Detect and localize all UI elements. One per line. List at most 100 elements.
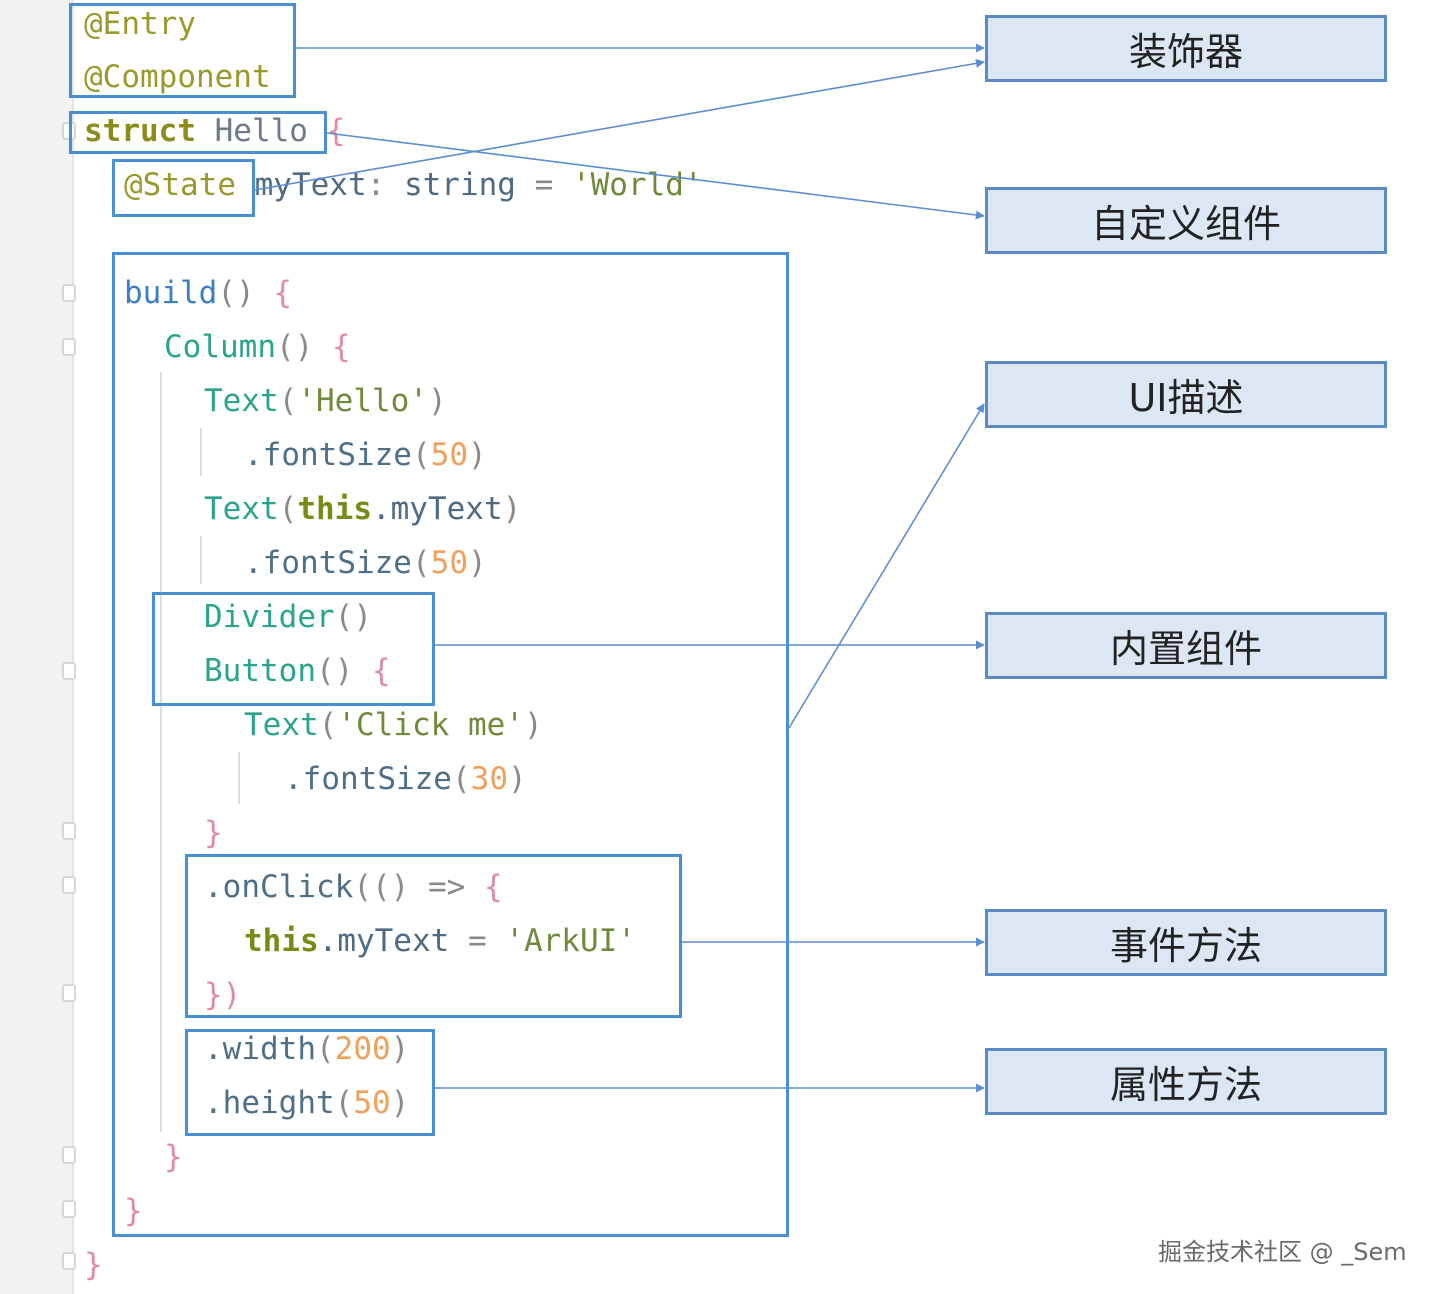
code-line: .width(200)	[204, 1029, 409, 1069]
arrow-decorator-state	[254, 58, 985, 191]
code-token: .myText	[371, 491, 503, 527]
code-token: (	[411, 437, 431, 473]
code-token: )	[390, 1085, 410, 1121]
code-token: 'Click me'	[337, 707, 524, 743]
code-line: Divider()	[204, 597, 372, 637]
code-token: string	[403, 167, 516, 203]
code-token: {	[331, 329, 351, 365]
code-token: )	[502, 491, 522, 527]
code-line: .height(50)	[204, 1083, 409, 1123]
arrow-custom-component	[326, 132, 985, 220]
code-token: {	[273, 275, 292, 311]
build-highlight-box	[112, 252, 789, 1237]
code-token: build	[124, 275, 218, 311]
code-token: ()	[315, 653, 372, 689]
code-token: (	[318, 707, 338, 743]
code-line: @Component	[84, 57, 271, 97]
code-token: )	[390, 1031, 410, 1067]
code-token: )	[467, 437, 487, 473]
builtin-component-highlight-box	[152, 592, 435, 706]
code-line: Column() {	[164, 327, 351, 367]
code-token: Divider	[204, 599, 335, 635]
indent-guide	[238, 752, 240, 804]
code-token: ()	[217, 275, 274, 311]
code-token: }	[164, 1139, 183, 1175]
arrow-ui-description	[788, 403, 985, 729]
code-token: @State	[124, 167, 236, 203]
code-token: Text	[204, 383, 279, 419]
code-token: (	[278, 491, 298, 527]
code-token: }	[204, 815, 223, 851]
label-builtin-component: 内置组件	[985, 612, 1387, 679]
code-line: }	[124, 1191, 143, 1231]
label-attribute-method: 属性方法	[985, 1048, 1387, 1115]
code-token: .fontSize	[284, 761, 452, 797]
code-line: Text('Hello')	[204, 381, 447, 421]
indent-guide	[200, 536, 202, 584]
indent-guide	[160, 372, 162, 1132]
code-token: (	[334, 1085, 354, 1121]
code-line: @Entry	[84, 4, 196, 44]
code-token: Button	[204, 653, 316, 689]
code-token: )	[523, 707, 543, 743]
indent-guide	[200, 428, 202, 476]
code-line: build() {	[124, 273, 292, 313]
struct-highlight-box	[69, 111, 327, 154]
code-token: =	[515, 167, 572, 203]
fold-marker-icon[interactable]	[62, 876, 76, 894]
fold-marker-icon[interactable]	[62, 1146, 76, 1164]
code-token: this	[297, 491, 372, 527]
code-token: (	[451, 761, 471, 797]
code-line: this.myText = 'ArkUI'	[244, 921, 636, 961]
code-token: 'Hello'	[297, 383, 428, 419]
label-decorator: 装饰器	[985, 15, 1387, 82]
fold-marker-icon[interactable]	[62, 662, 76, 680]
code-line: struct Hello {	[84, 111, 345, 151]
code-token: (	[315, 1031, 335, 1067]
fold-marker-icon[interactable]	[62, 822, 76, 840]
code-token: 200	[334, 1031, 391, 1067]
fold-marker-icon[interactable]	[62, 984, 76, 1002]
gutter-divider	[72, 0, 74, 1294]
code-token: .width	[204, 1031, 316, 1067]
label-event-method: 事件方法	[985, 909, 1387, 976]
code-token: @Entry	[84, 6, 196, 42]
code-token: Column	[164, 329, 276, 365]
code-token: :	[366, 167, 404, 203]
code-token: .height	[204, 1085, 335, 1121]
code-token: Hello	[195, 113, 327, 149]
fold-marker-icon[interactable]	[62, 1252, 76, 1270]
code-line: Text(this.myText)	[204, 489, 521, 529]
decorator-highlight-box	[69, 3, 296, 98]
code-token: .fontSize	[244, 437, 412, 473]
code-token: Text	[244, 707, 319, 743]
code-token: })	[204, 977, 242, 1013]
code-token: Text	[204, 491, 279, 527]
code-token: ()	[275, 329, 332, 365]
label-custom-component: 自定义组件	[985, 187, 1387, 254]
code-line: .fontSize(50)	[244, 435, 487, 475]
code-line: .fontSize(30)	[284, 759, 527, 799]
code-line: .onClick(() => {	[204, 867, 503, 907]
code-token: .fontSize	[244, 545, 412, 581]
code-line: }	[84, 1245, 103, 1285]
fold-marker-icon[interactable]	[62, 284, 76, 302]
fold-marker-icon[interactable]	[62, 338, 76, 356]
label-ui-description: UI描述	[985, 361, 1387, 428]
state-highlight-box	[112, 159, 255, 217]
code-token: )	[467, 545, 487, 581]
code-token: (	[278, 383, 298, 419]
code-token: ()	[334, 599, 372, 635]
code-token: {	[483, 869, 503, 905]
code-line: .fontSize(50)	[244, 543, 487, 583]
code-token: @Component	[84, 59, 271, 95]
fold-marker-icon[interactable]	[62, 1200, 76, 1218]
code-token: )	[507, 761, 527, 797]
code-token: .myText	[318, 923, 450, 959]
code-token: (() =>	[353, 869, 484, 905]
editor-gutter	[0, 0, 72, 1294]
code-token: 'ArkUI'	[505, 923, 636, 959]
